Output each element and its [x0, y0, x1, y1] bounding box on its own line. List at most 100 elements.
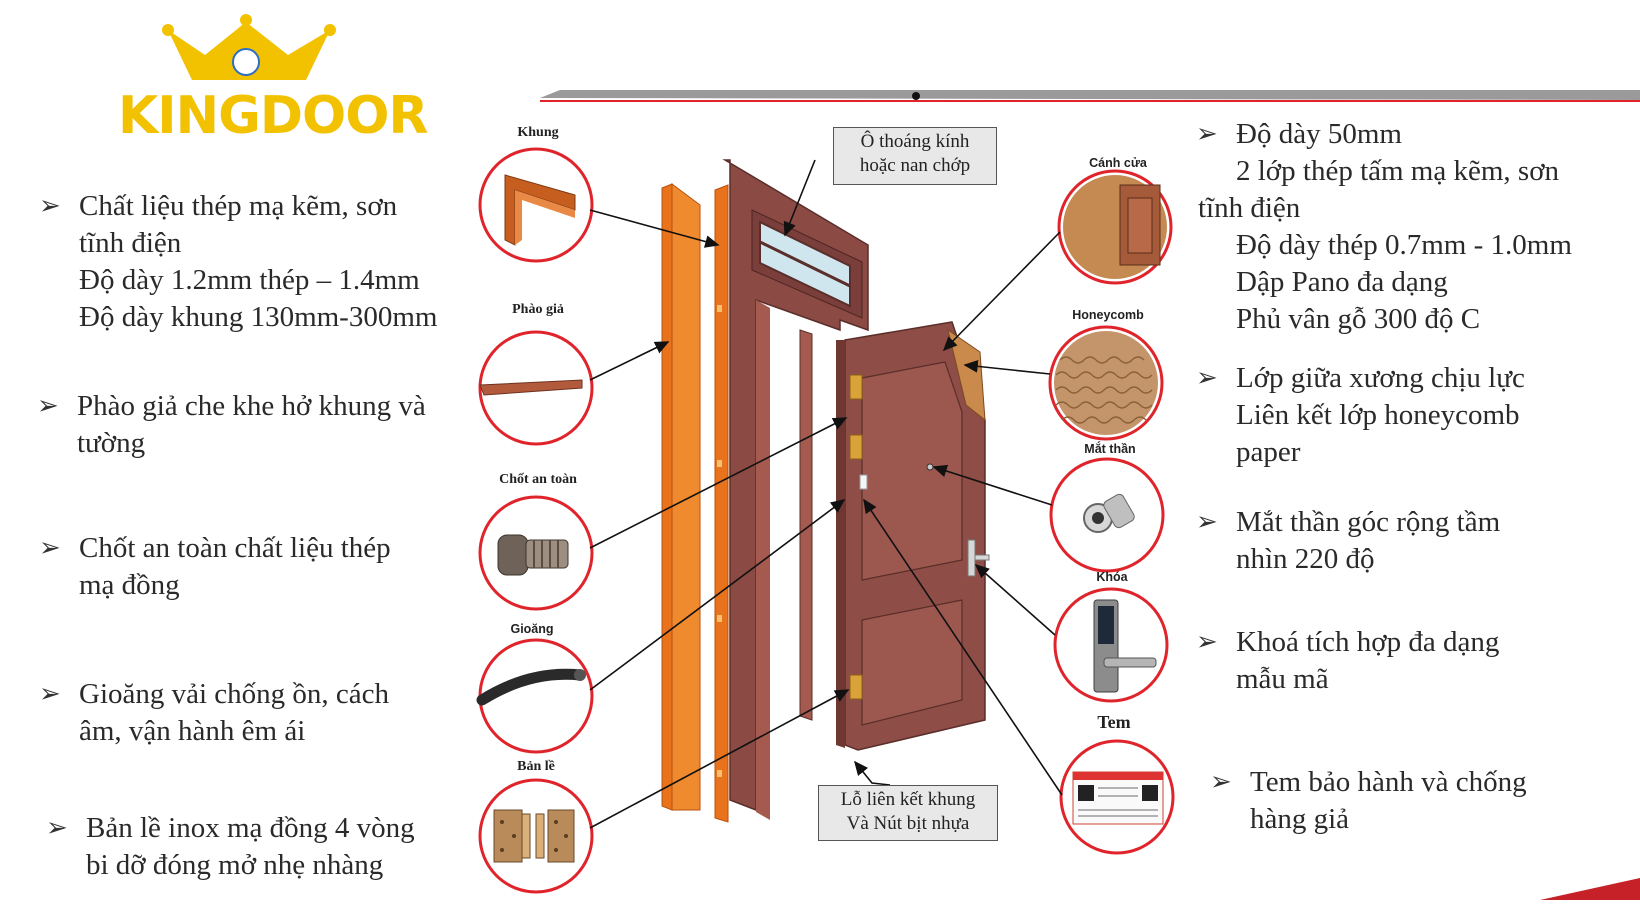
- callout-transom-line-1: Ô thoáng kính: [860, 131, 970, 152]
- bottom-banner-stripe: [1540, 878, 1640, 900]
- leader-khoa: [974, 563, 1056, 636]
- bullet-line: 2 lớp thép tấm mạ kẽm, sơn: [1236, 155, 1560, 187]
- hinge-bottom: [849, 674, 863, 700]
- bullet-line: Gioăng vải chống ồn, cách: [79, 678, 390, 710]
- part-label-mat-than: Mắt thần: [1084, 442, 1136, 456]
- frame-architrave-left: [661, 183, 673, 811]
- left-bullet-hinge: ➢ Bản lề inox mạ đồng 4 vòng bi dỡ đóng …: [46, 810, 415, 884]
- bullet-arrow-icon: ➢: [1196, 627, 1218, 657]
- top-banner-stripe: [540, 90, 1640, 100]
- door-panel-top: [861, 361, 963, 581]
- bullet-arrow-icon: ➢: [39, 191, 61, 221]
- part-circle-tem: [1058, 725, 1176, 855]
- right-bullet-peephole: ➢ Mắt thần góc rộng tầm nhìn 220 độ: [1196, 504, 1500, 578]
- bullet-line: mẫu mã: [1236, 663, 1329, 695]
- door-peephole: [926, 463, 934, 471]
- bullet-line: Độ dày thép 0.7mm - 1.0mm: [1236, 229, 1572, 261]
- bullet-line: Tem bảo hành và chống: [1250, 766, 1527, 798]
- part-label-phao-gia: Phào giả: [512, 302, 564, 317]
- bullet-line: Lớp giữa xương chịu lực: [1236, 362, 1525, 394]
- door-casing: [722, 159, 869, 812]
- left-bullet-gasket: ➢ Gioăng vải chống ồn, cách âm, vận hành…: [39, 676, 390, 750]
- leader-honeycomb: [963, 359, 1051, 375]
- door-handle: [967, 539, 976, 577]
- frame-jamb-left: [714, 184, 729, 823]
- part-circle-khung: [478, 147, 594, 263]
- leader-gioang: [589, 499, 846, 691]
- leader-chot: [589, 417, 848, 549]
- bullet-line: mạ đồng: [79, 569, 180, 601]
- bullet-line: nhìn 220 độ: [1236, 543, 1375, 575]
- leader-mat-than: [932, 464, 1053, 506]
- leader-transom: [783, 159, 816, 237]
- part-label-tem: Tem: [1097, 712, 1131, 732]
- bullet-line: Độ dày 1.2mm thép – 1.4mm: [79, 264, 420, 296]
- bullet-arrow-icon: ➢: [37, 391, 59, 421]
- right-bullet-label: ➢ Tem bảo hành và chống hàng giả: [1210, 764, 1527, 838]
- callout-transom-line-2: hoặc nan chớp: [859, 155, 971, 176]
- lock-plate: [859, 474, 868, 490]
- inner-jamb-right: [799, 329, 813, 721]
- part-label-canh-cua: Cánh cửa: [1089, 156, 1147, 170]
- brand-logo-text: KINGDOOR: [118, 86, 428, 146]
- leader-ban-le: [589, 689, 850, 829]
- left-bullet-bolt: ➢ Chốt an toàn chất liệu thép mạ đồng: [39, 530, 391, 604]
- right-bullet-lock: ➢ Khoá tích hợp đa dạng mẫu mã: [1196, 624, 1500, 698]
- bullet-line: Phủ vân gỗ 300 độ C: [1236, 303, 1481, 335]
- hinge-mid: [849, 434, 863, 460]
- bullet-arrow-icon: ➢: [1210, 767, 1232, 797]
- frame-holes: [717, 305, 722, 777]
- bullet-arrow-icon: ➢: [1196, 363, 1218, 393]
- honeycomb-cutaway: [947, 328, 986, 422]
- transom-bar: [759, 240, 851, 288]
- part-circle-honeycomb: [1048, 325, 1164, 441]
- bullet-line: bi dỡ đóng mở nhẹ nhàng: [86, 849, 384, 881]
- frame-architrave-side: [671, 183, 701, 811]
- bullet-line: Liên kết lớp honeycomb: [1236, 399, 1520, 431]
- bullet-line: paper: [1236, 436, 1301, 468]
- bullet-line: Khoá tích hợp đa dạng: [1236, 626, 1500, 658]
- part-label-gioang: Gioăng: [510, 622, 554, 636]
- part-label-ban-le: Bản lề: [517, 759, 555, 774]
- bullet-line: Độ dày khung 130mm-300mm: [79, 301, 438, 333]
- bullet-line: Dập Pano đa dạng: [1236, 266, 1448, 298]
- bullet-line: âm, vận hành êm ái: [79, 715, 306, 747]
- callout-holes-line-2: Và Nút bịt nhựa: [846, 813, 970, 834]
- top-banner-dot: [912, 92, 920, 100]
- right-bullet-leaf: ➢ Độ dày 50mm 2 lớp thép tấm mạ kẽm, sơn…: [1196, 116, 1572, 338]
- leader-phao-gia: [589, 341, 670, 381]
- bullet-line: Độ dày 50mm: [1236, 118, 1402, 150]
- part-label-honeycomb: Honeycomb: [1072, 308, 1144, 322]
- leader-canh-cua: [942, 231, 1061, 352]
- bullet-line: tĩnh điện: [79, 227, 182, 259]
- part-label-khung: Khung: [517, 125, 559, 140]
- bullet-arrow-icon: ➢: [39, 533, 61, 563]
- leader-lines: [589, 159, 1063, 829]
- callout-frame-holes: Lỗ liên kết khung Và Nút bịt nhựa: [818, 785, 998, 841]
- bullet-line: tường: [77, 427, 146, 459]
- part-circle-ban-le: [478, 778, 594, 894]
- part-circle-canh-cua: [1057, 169, 1173, 285]
- bullet-arrow-icon: ➢: [46, 813, 68, 843]
- bullet-arrow-icon: ➢: [1196, 119, 1218, 149]
- left-bullet-trim: ➢ Phào giả che khe hở khung và tường: [37, 388, 426, 462]
- leader-tem: [863, 498, 1063, 796]
- part-circle-khoa: [1053, 587, 1169, 703]
- bullet-arrow-icon: ➢: [1196, 507, 1218, 537]
- left-bullet-frame: ➢ Chất liệu thép mạ kẽm, sơn tĩnh điện Đ…: [39, 188, 438, 336]
- leader-khung: [589, 209, 720, 248]
- part-circle-gioang: [476, 638, 594, 754]
- bullet-line: tĩnh điện: [1198, 192, 1301, 224]
- bullet-line: Chốt an toàn chất liệu thép: [79, 532, 391, 564]
- part-circle-mat-than: [1049, 457, 1165, 573]
- door-leaf-edge: [836, 340, 845, 748]
- crown-icon: [162, 14, 336, 80]
- callout-holes-line-1: Lỗ liên kết khung: [840, 789, 976, 810]
- right-bullet-core: ➢ Lớp giữa xương chịu lực Liên kết lớp h…: [1196, 360, 1525, 471]
- part-label-chot-an-toan: Chốt an toàn: [499, 472, 577, 487]
- bullet-line: hàng giả: [1250, 803, 1350, 835]
- part-circle-chot-an-toan: [478, 495, 594, 611]
- bullet-line: Bản lề inox mạ đồng 4 vòng: [86, 812, 415, 844]
- part-label-khoa: Khóa: [1096, 570, 1128, 584]
